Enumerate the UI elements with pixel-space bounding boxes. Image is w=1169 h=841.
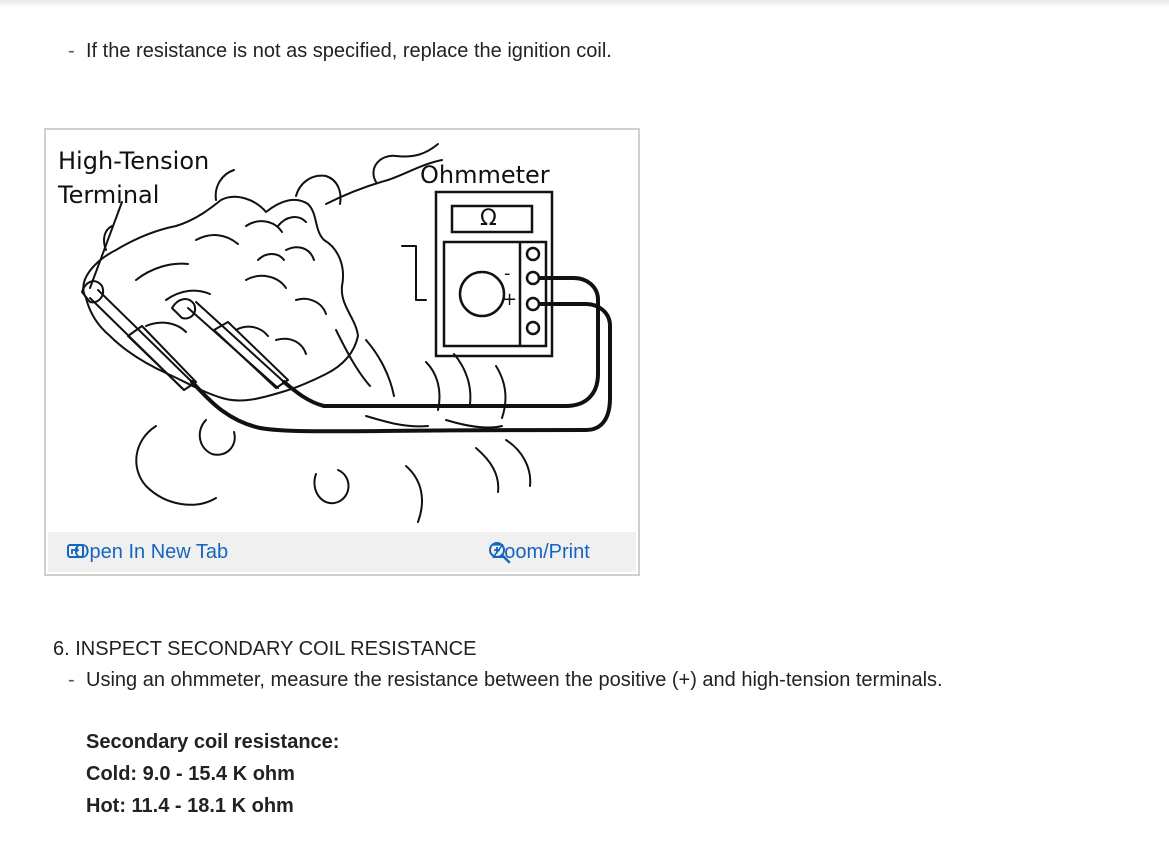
bullet-text: If the resistance is not as specified, r…	[86, 40, 612, 62]
bullet-dash: -	[68, 40, 75, 62]
zoom-print-link[interactable]: Zoom/Print	[488, 541, 590, 564]
label-ohmmeter: Ohmmeter	[420, 161, 550, 189]
meter-plus-label: +	[502, 289, 518, 310]
meter-minus-label: -	[504, 263, 511, 284]
figure-toolbar: Open In New Tab Zoom/Print	[48, 532, 636, 572]
bullet-dash: -	[68, 669, 75, 691]
bullet-text: Using an ohmmeter, measure the resistanc…	[86, 669, 943, 691]
meter-display-symbol: Ω	[480, 206, 497, 231]
zoom-in-icon	[489, 542, 511, 564]
diagram-figure: High-Tension Terminal Ohmmeter Ω - + Ope…	[44, 128, 640, 576]
label-terminal: Terminal	[58, 181, 160, 209]
zoom-print-label: Zoom/Print	[492, 541, 590, 563]
section-heading: 6. INSPECT SECONDARY COIL RESISTANCE	[53, 638, 477, 660]
open-in-new-tab-link[interactable]: Open In New Tab	[66, 541, 228, 564]
spec-title: Secondary coil resistance:	[86, 731, 340, 753]
coil-diagram	[81, 143, 612, 523]
top-shadow	[0, 0, 1169, 8]
spec-cold: Cold: 9.0 - 15.4 K ohm	[86, 763, 295, 785]
open-new-tab-icon	[67, 544, 84, 558]
open-in-new-tab-label: Open In New Tab	[74, 541, 229, 563]
spec-hot: Hot: 11.4 - 18.1 K ohm	[86, 795, 294, 817]
label-high-tension: High-Tension	[58, 147, 210, 175]
